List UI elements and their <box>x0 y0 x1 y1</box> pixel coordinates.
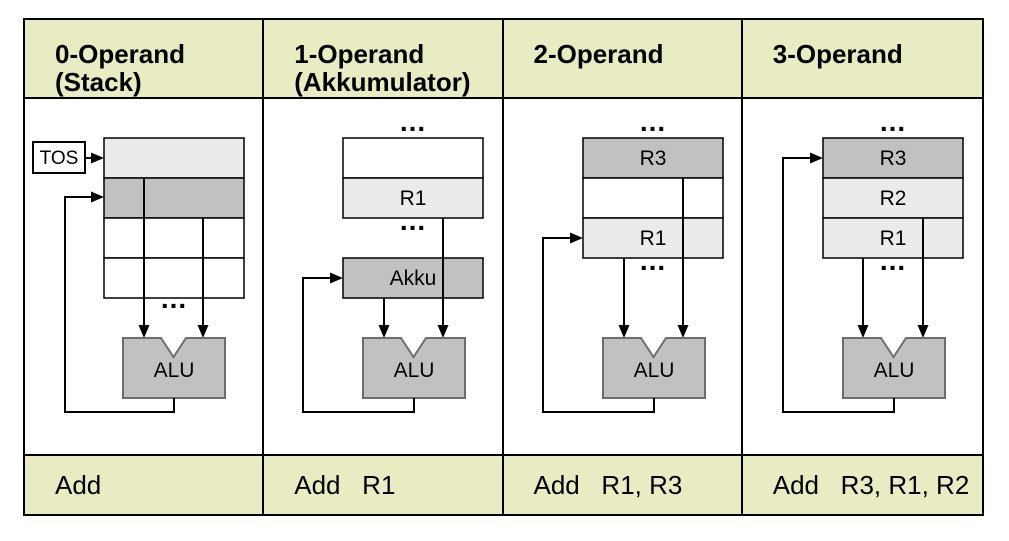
operand-architecture-table: 0-Operand (Stack) 1-Operand (Akkumulator… <box>23 18 984 516</box>
instruction-cell-2-operand: Add R1, R3 <box>503 454 743 514</box>
diagram-area-0-operand <box>25 99 265 454</box>
diagram-area-2-operand <box>503 99 743 454</box>
column-subtitle: (Akkumulator) <box>294 67 471 97</box>
instruction-cell-3-operand: Add R3, R1, R2 <box>742 454 982 514</box>
instruction-label: Add R3, R1, R2 <box>772 469 970 500</box>
diagram-area-3-operand <box>742 99 982 454</box>
instruction-cell-0-operand: Add <box>25 454 265 514</box>
column-title: 1-Operand <box>294 39 425 69</box>
column-header-3-operand: 3-Operand <box>742 20 982 99</box>
column-title: 2-Operand <box>533 39 664 69</box>
instruction-label: Add R1, R3 <box>533 469 683 500</box>
column-subtitle: (Stack) <box>55 67 142 97</box>
column-header-0-operand: 0-Operand (Stack) <box>25 20 265 99</box>
instruction-cell-1-operand: Add R1 <box>264 454 504 514</box>
instruction-label: Add <box>55 469 102 500</box>
diagram-area-1-operand <box>264 99 504 454</box>
column-header-2-operand: 2-Operand <box>503 20 743 99</box>
column-title: 0-Operand <box>55 39 186 69</box>
instruction-label: Add R1 <box>294 469 396 500</box>
column-title: 3-Operand <box>772 39 903 69</box>
column-header-1-operand: 1-Operand (Akkumulator) <box>264 20 504 99</box>
